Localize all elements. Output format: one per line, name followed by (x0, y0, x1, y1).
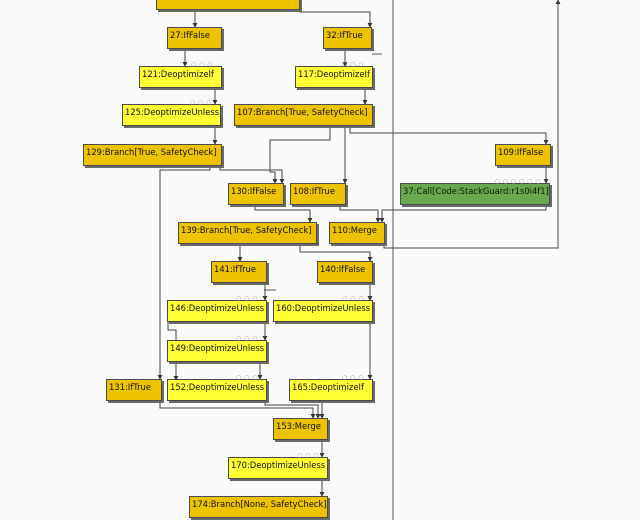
graph-node[interactable]: 140:IfFalse (317, 261, 373, 283)
node-ports: ○ ○ ○ (190, 61, 213, 68)
edge (219, 166, 285, 184)
node-label: 160:DeoptimizeUnless (276, 303, 371, 313)
node-label: 110:Merge (332, 225, 377, 235)
graph-node[interactable]: ○ ○ ○ 149:DeoptimizeUnless (167, 336, 267, 362)
node-ports: ○ ○ ○ (235, 335, 258, 342)
node-label: 165:DeoptimizeIf (292, 382, 364, 392)
graph-node[interactable]: ○ ○ ○ 146:DeoptimizeUnless (167, 296, 267, 322)
node-label: 37:Call[Code:StackGuard:r1s0i4f1] (403, 186, 549, 196)
graph-node[interactable]: 130:IfFalse (228, 183, 284, 205)
edge (269, 128, 331, 184)
node-ports: ○ ○ ○ (341, 374, 364, 381)
node-ports: ○ ○ ○ (235, 374, 258, 381)
node-ports: ○ ○ ○ (235, 295, 258, 302)
node-ports: ○ ○ ○ (296, 452, 319, 459)
graph-node[interactable]: ○ ○ ○ 160:DeoptimizeUnless (273, 296, 373, 322)
node-label: 153:Merge (276, 421, 321, 431)
graph-node[interactable]: 141:IfTrue (211, 261, 267, 283)
edge (264, 402, 321, 419)
graph-node[interactable]: 129:Branch[True, SafetyCheck] (83, 144, 222, 166)
node-label: 140:IfFalse (320, 264, 366, 274)
node-ports: ○ ○ ○ ○ ○ ○ (494, 178, 541, 185)
node-label: 139:Branch[True, SafetyCheck] (181, 225, 312, 235)
edge (339, 206, 381, 223)
node-label: 131:IfTrue (109, 382, 152, 392)
node-label: 32:IfTrue (326, 30, 363, 40)
graph-node[interactable]: ○ ○ ○ 152:DeoptimizeUnless (167, 375, 267, 401)
edge (379, 206, 547, 223)
graph-node[interactable]: 108:IfTrue (290, 183, 346, 205)
edge (319, 401, 325, 419)
node-label: 121:DeoptimizeIf (142, 69, 214, 79)
node-label: 130:IfFalse (231, 186, 277, 196)
graph-node[interactable]: ○ ○ ○ 117:DeoptimizeIf (295, 62, 373, 88)
edge (299, 10, 373, 28)
graph-node[interactable]: 139:Branch[True, SafetyCheck] (178, 222, 317, 244)
graph-node[interactable]: ○ ○ ○ 121:DeoptimizeIf (139, 62, 222, 88)
node-label: 107:Branch[True, SafetyCheck] (237, 107, 368, 117)
edge (299, 246, 373, 262)
node-label: 125:DeoptimizeUnless (125, 107, 220, 117)
node-ports: ○ ○ ○ (341, 295, 364, 302)
node-label: 108:IfTrue (293, 186, 336, 196)
node-label: 117:DeoptimizeIf (298, 69, 370, 79)
graph-node[interactable]: 109:IfFalse (495, 144, 551, 166)
edge (254, 206, 313, 223)
node-label: 149:DeoptimizeUnless (170, 343, 265, 353)
graph-node[interactable] (156, 0, 300, 10)
graph-node[interactable]: 27:IfFalse (167, 27, 222, 49)
graph-node[interactable]: 131:IfTrue (106, 379, 162, 401)
node-ports: ○ ○ ○ (189, 99, 212, 106)
edge (349, 128, 549, 145)
node-label: 141:IfTrue (214, 264, 257, 274)
graph-node[interactable]: ○ ○ ○ 165:DeoptimizeIf (289, 375, 373, 401)
edge (159, 402, 316, 419)
node-label: 146:DeoptimizeUnless (170, 303, 265, 313)
graph-node[interactable]: 153:Merge (273, 418, 328, 440)
graph-node[interactable]: 32:IfTrue (323, 27, 372, 49)
graph-node[interactable]: ○ ○ ○ 125:DeoptimizeUnless (122, 100, 221, 126)
graph-node[interactable]: 107:Branch[True, SafetyCheck] (234, 104, 373, 126)
node-label: 27:IfFalse (170, 30, 210, 40)
node-ports: ○ ○ ○ (341, 61, 364, 68)
edge (157, 166, 211, 380)
graph-node[interactable]: 110:Merge (329, 222, 385, 244)
graph-node[interactable]: ○ ○ ○ ○ ○ ○ 37:Call[Code:StackGuard:r1s0… (400, 179, 550, 205)
node-label: 109:IfFalse (498, 147, 544, 157)
node-label: 170:DeoptimizeUnless (231, 460, 326, 470)
graph-node[interactable]: 174:Branch[None, SafetyCheck] (189, 496, 328, 518)
node-label: 174:Branch[None, SafetyCheck] (192, 499, 327, 509)
edge (383, 0, 561, 249)
graph-node[interactable]: ○ ○ ○ 170:DeoptimizeUnless (228, 453, 328, 479)
node-label: 129:Branch[True, SafetyCheck] (86, 147, 217, 157)
node-label: 152:DeoptimizeUnless (170, 382, 265, 392)
